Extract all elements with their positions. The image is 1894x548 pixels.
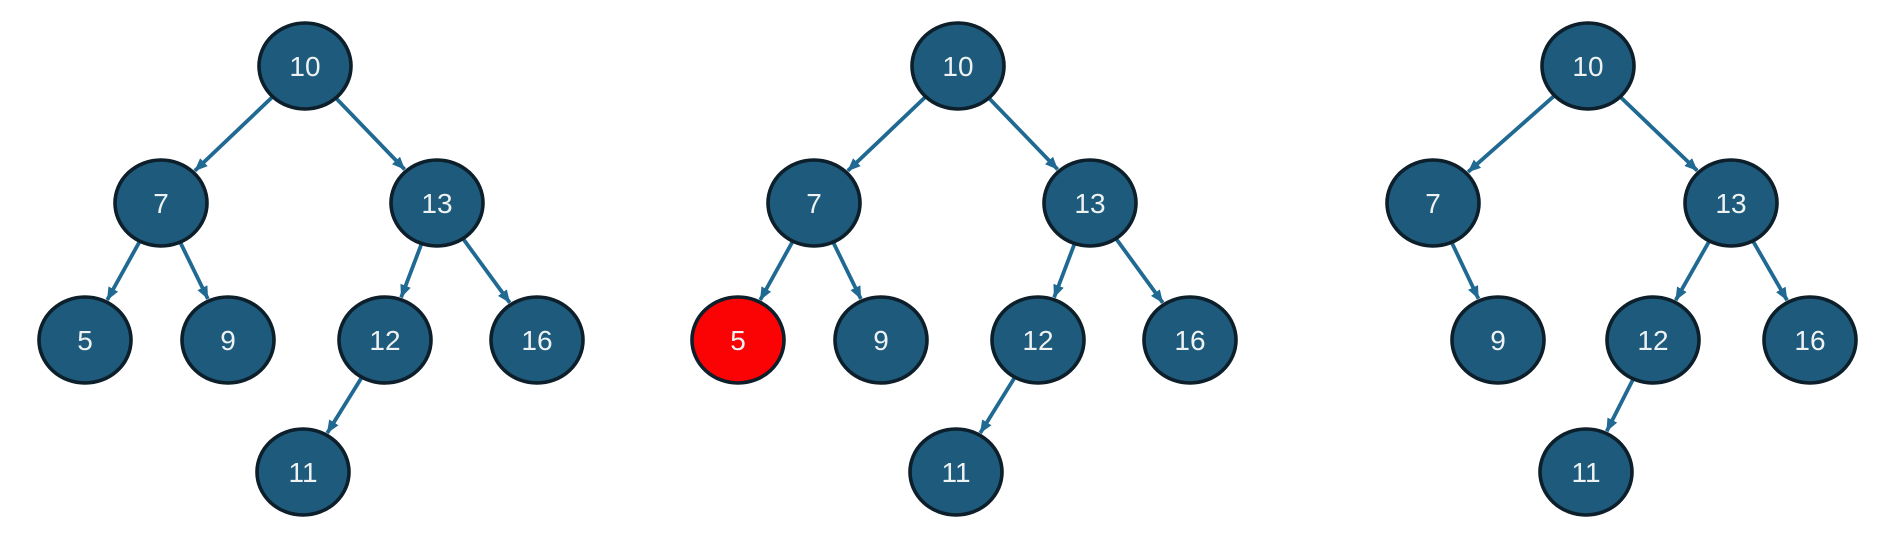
tree-3-after-deletion-node-9: 9 [1450, 295, 1546, 385]
edge-7-to-9 [1449, 241, 1481, 300]
edge-12-to-11 [325, 376, 364, 434]
node-circle [337, 295, 433, 385]
tree-2-node-5-highlighted-node-12: 12 [990, 295, 1086, 385]
tree-3-after-deletion-node-13: 13 [1683, 158, 1779, 248]
node-label: 11 [941, 457, 970, 488]
node-label: 7 [806, 188, 822, 219]
edge-10-to-13 [987, 96, 1060, 171]
node-label: 9 [873, 325, 889, 356]
node-circle [1042, 158, 1138, 248]
node-circle [255, 427, 351, 517]
edge-13-to-16 [461, 237, 512, 304]
tree-2-node-5-highlighted-node-13: 13 [1042, 158, 1138, 248]
tree-1-original-node-9: 9 [180, 295, 276, 385]
node-label: 11 [288, 457, 317, 488]
node-label: 10 [1572, 51, 1603, 82]
node-label: 9 [220, 325, 236, 356]
node-circle-highlighted [690, 295, 786, 385]
edge-12-to-11 [978, 376, 1017, 434]
tree-1-original-node-5: 5 [37, 295, 133, 385]
tree-2-node-5-highlighted: 10 7 13 5 9 12 16 11 [690, 21, 1238, 517]
node-circle [910, 21, 1006, 111]
edge-10-to-7 [193, 95, 275, 173]
node-circle [1605, 295, 1701, 385]
node-circle [766, 158, 862, 248]
node-label: 11 [1571, 457, 1600, 488]
tree-2-node-5-highlighted-node-9: 9 [833, 295, 929, 385]
node-circle [833, 295, 929, 385]
tree-3-after-deletion-node-16: 16 [1762, 295, 1858, 385]
tree-2-node-5-highlighted-node-10: 10 [910, 21, 1006, 111]
edge-7-to-9 [178, 241, 210, 300]
tree-2-node-5-highlighted-node-7: 7 [766, 158, 862, 248]
node-label: 16 [521, 325, 552, 356]
node-circle [37, 295, 133, 385]
node-label: 7 [153, 188, 169, 219]
node-label: 10 [942, 51, 973, 82]
edge-13-to-12 [399, 242, 424, 299]
tree-1-original: 10 7 13 5 9 12 16 11 [37, 21, 585, 517]
edge-10-to-13 [334, 96, 407, 171]
tree-3-after-deletion-node-11: 11 [1538, 427, 1634, 517]
tree-1-original-node-7: 7 [113, 158, 209, 248]
node-label: 12 [369, 325, 400, 356]
edge-7-to-9 [831, 241, 863, 300]
tree-1-original-node-13: 13 [389, 158, 485, 248]
edge-13-to-16 [1114, 237, 1165, 304]
node-circle [1385, 158, 1481, 248]
node-label: 13 [421, 188, 452, 219]
node-label: 10 [289, 51, 320, 82]
node-circle [1538, 427, 1634, 517]
node-circle [389, 158, 485, 248]
tree-3-after-deletion-node-12: 12 [1605, 295, 1701, 385]
edge-13-to-12 [1674, 240, 1712, 302]
node-circle [1683, 158, 1779, 248]
node-label: 16 [1794, 325, 1825, 356]
edge-10-to-13 [1618, 95, 1699, 173]
tree-2-node-5-highlighted-node-5: 5 [690, 295, 786, 385]
node-label: 13 [1715, 188, 1746, 219]
node-label: 5 [77, 325, 93, 356]
node-label: 13 [1074, 188, 1105, 219]
tree-1-original-node-12: 12 [337, 295, 433, 385]
edge-12-to-11 [1605, 377, 1635, 433]
edge-7-to-5 [105, 240, 142, 301]
node-label: 12 [1022, 325, 1053, 356]
node-label: 12 [1637, 325, 1668, 356]
node-circle [908, 427, 1004, 517]
node-label: 5 [730, 325, 746, 356]
edge-13-to-12 [1052, 242, 1077, 299]
node-label: 16 [1174, 325, 1205, 356]
edge-10-to-7 [846, 95, 928, 173]
edge-7-to-5 [758, 240, 795, 301]
node-circle [1450, 295, 1546, 385]
node-circle [1540, 21, 1636, 111]
node-label: 9 [1490, 325, 1506, 356]
node-circle [1762, 295, 1858, 385]
node-circle [180, 295, 276, 385]
tree-1-original-node-16: 16 [489, 295, 585, 385]
tree-3-after-deletion-node-7: 7 [1385, 158, 1481, 248]
node-circle [257, 21, 353, 111]
edge-13-to-16 [1751, 239, 1789, 302]
node-label: 7 [1425, 188, 1441, 219]
node-circle [113, 158, 209, 248]
tree-3-after-deletion: 10 7 13 9 12 16 11 [1385, 21, 1858, 517]
tree-2-node-5-highlighted-node-11: 11 [908, 427, 1004, 517]
edge-10-to-7 [1466, 94, 1556, 174]
tree-1-original-node-10: 10 [257, 21, 353, 111]
node-circle [990, 295, 1086, 385]
node-circle [489, 295, 585, 385]
node-circle [1142, 295, 1238, 385]
tree-2-node-5-highlighted-node-16: 16 [1142, 295, 1238, 385]
tree-3-after-deletion-node-10: 10 [1540, 21, 1636, 111]
tree-1-original-node-11: 11 [255, 427, 351, 517]
